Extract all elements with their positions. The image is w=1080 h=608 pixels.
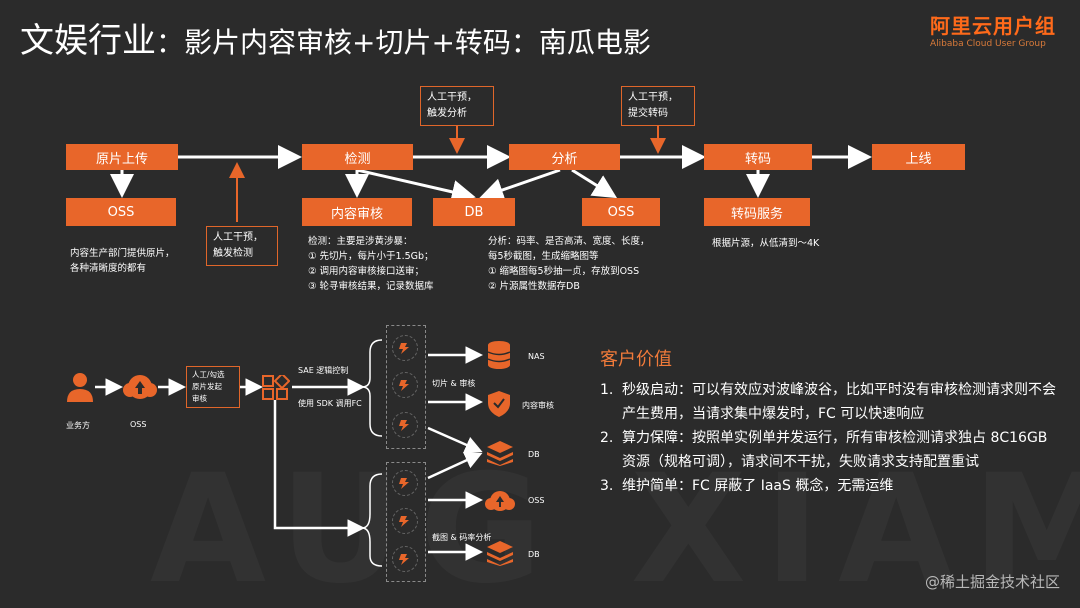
desc-line: ① 缩略图每5秒抽一贞，存放到OSS xyxy=(488,266,640,277)
box-db: DB xyxy=(433,198,515,226)
fc-function-icon xyxy=(392,546,418,572)
manual-line: 审核 xyxy=(192,394,207,403)
box-detect: 检测 xyxy=(302,144,413,170)
desc-line: 各种清晰度的都有 xyxy=(70,263,147,274)
fc-function-icon xyxy=(392,335,418,361)
customer-value-item: 3. 维护简单：FC 屏蔽了 IaaS 概念，无需运维 xyxy=(600,474,1060,498)
desc-line: ② 片源属性数据存DB xyxy=(488,281,580,292)
fc-function-icon xyxy=(392,470,418,496)
box-content-review: 内容审核 xyxy=(302,198,412,226)
item-number: 2. xyxy=(600,430,614,446)
item-text: 秒级启动：可以有效应对波峰波谷，比如平时没有审核检测请求则不会产生费用，当请求集… xyxy=(622,382,1056,422)
desc-line: 内容生产部门提供原片， xyxy=(70,248,175,259)
fc-group-upper xyxy=(386,325,426,449)
fc-function-icon xyxy=(392,372,418,398)
oss-cloud-icon xyxy=(123,375,157,399)
screenshot-analysis-label: 截图 & 码率分析 xyxy=(432,533,492,542)
arrow-analyze-oss xyxy=(571,168,618,199)
service-label-db-2: DB xyxy=(528,550,540,559)
manual-trigger-box: 人工/勾选 原片发起 审核 xyxy=(186,366,240,408)
desc-line: ③ 轮寻审核结果，记录数据库 xyxy=(308,281,434,292)
note-line: 触发检测 xyxy=(213,248,253,259)
oss-upload-icon xyxy=(485,491,515,511)
item-number: 3. xyxy=(600,478,614,494)
nas-database-icon xyxy=(487,341,511,369)
note-line: 触发分析 xyxy=(427,108,467,119)
customer-value-list: 1. 秒级启动：可以有效应对波峰波谷，比如平时没有审核检测请求则不会产生费用，当… xyxy=(600,378,1060,498)
note-manual-analyze: 人工干预， 触发分析 xyxy=(420,86,494,126)
note-line: 提交转码 xyxy=(628,108,668,119)
item-text: 算力保障：按照单实例单并发运行，所有审核检测请求独占 8C16GB 资源（规格可… xyxy=(622,430,1048,470)
arrow-analyze-db xyxy=(479,168,561,202)
logo-main-text: 阿里云用户组 xyxy=(930,14,1056,38)
fc-group-lower xyxy=(386,462,426,582)
transcode-description: 根据片源，从低清到～4K xyxy=(712,238,820,249)
manual-line: 人工/勾选 xyxy=(192,370,225,379)
note-manual-transcode: 人工干预， 提交转码 xyxy=(621,86,695,126)
item-number: 1. xyxy=(600,382,614,398)
sae-grid-icon xyxy=(262,375,290,400)
user-label: 业务方 xyxy=(66,421,90,430)
service-label-oss: OSS xyxy=(528,496,545,505)
desc-line: 每5秒截图，生成缩略图等 xyxy=(488,251,599,262)
sdk-label: 使用 SDK 调用FC xyxy=(298,399,362,408)
arrow-detect-db xyxy=(356,168,476,204)
customer-value-item: 1. 秒级启动：可以有效应对波峰波谷，比如平时没有审核检测请求则不会产生费用，当… xyxy=(600,378,1060,426)
logo-sub-text: Alibaba Cloud User Group xyxy=(930,39,1046,49)
title-sub: ：影片内容审核+切片+转码：南瓜电影 xyxy=(156,26,651,59)
aug-logo: 阿里云用户组 Alibaba Cloud User Group xyxy=(930,14,1062,50)
box-transcode: 转码 xyxy=(704,144,812,170)
analyze-description: 分析：码率、是否高清、宽度、长度， 每5秒截图，生成缩略图等 ① 缩略图每5秒抽… xyxy=(488,234,650,294)
note-manual-detect: 人工干预， 触发检测 xyxy=(206,226,278,266)
desc-line: 检测：主要是涉黄涉暴： xyxy=(308,236,413,247)
db-stack-icon xyxy=(487,541,513,566)
service-label-db: DB xyxy=(528,450,540,459)
page-title: 文娱行业：影片内容审核+切片+转码：南瓜电影 xyxy=(20,18,651,66)
upload-description: 内容生产部门提供原片， 各种清晰度的都有 xyxy=(70,246,175,276)
customer-value-title: 客户价值 xyxy=(600,349,672,370)
shield-icon xyxy=(488,391,510,417)
box-upload: 原片上传 xyxy=(66,144,178,170)
service-label-nas: NAS xyxy=(528,352,545,361)
user-icon xyxy=(67,373,93,402)
sae-label: SAE 逻辑控制 xyxy=(298,366,349,375)
customer-value-item: 2. 算力保障：按照单实例单并发运行，所有审核检测请求独占 8C16GB 资源（… xyxy=(600,426,1060,474)
fc-function-icon xyxy=(392,508,418,534)
note-line: 人工干预， xyxy=(628,92,678,103)
desc-line: ① 先切片，每片小于1.5Gb； xyxy=(308,251,434,262)
box-transcode-service: 转码服务 xyxy=(704,198,810,226)
detect-description: 检测：主要是涉黄涉暴： ① 先切片，每片小于1.5Gb； ② 调用内容审核接口送… xyxy=(308,234,434,294)
note-line: 人工干预， xyxy=(213,232,263,243)
desc-line: 分析：码率、是否高清、宽度、长度， xyxy=(488,236,650,247)
db-stack-icon xyxy=(487,441,513,466)
oss-label: OSS xyxy=(130,420,147,429)
box-oss-storage: OSS xyxy=(66,198,176,226)
service-label-content-review: 内容审核 xyxy=(522,401,554,410)
title-main: 文娱行业 xyxy=(20,21,156,61)
manual-line: 原片发起 xyxy=(192,382,222,391)
desc-line: ② 调用内容审核接口送审； xyxy=(308,266,425,277)
box-oss-analyze: OSS xyxy=(582,198,660,226)
box-online: 上线 xyxy=(872,144,965,170)
note-line: 人工干预， xyxy=(427,92,477,103)
juejin-watermark: @稀土掘金技术社区 xyxy=(924,573,1060,591)
item-text: 维护简单：FC 屏蔽了 IaaS 概念，无需运维 xyxy=(622,478,894,494)
fc-function-icon xyxy=(392,412,418,438)
slice-review-label: 切片 & 审核 xyxy=(432,379,476,388)
box-analyze: 分析 xyxy=(509,144,620,170)
